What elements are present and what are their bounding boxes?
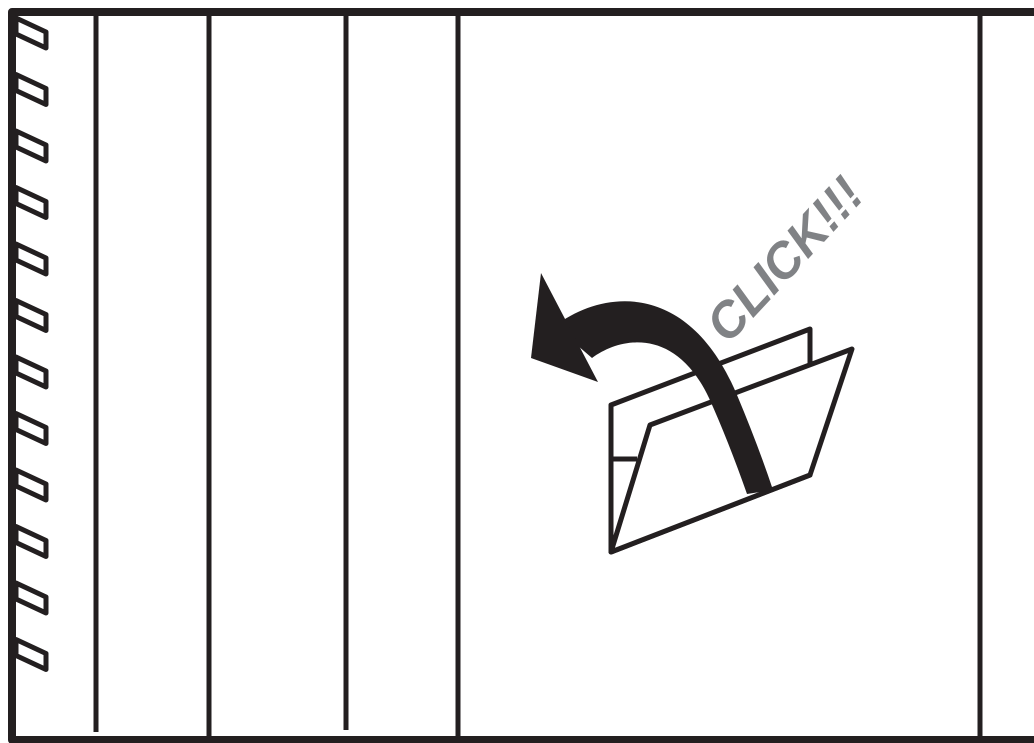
binding-teeth-icon (16, 18, 46, 670)
binding-tooth (16, 470, 46, 500)
binding-tooth (16, 301, 46, 331)
binding-tooth (16, 18, 46, 48)
binding-tooth (16, 640, 46, 670)
binding-tooth (16, 357, 46, 387)
click-caption: CLICK!!! (695, 166, 874, 352)
frame-border (12, 12, 1034, 740)
binding-tooth (16, 244, 46, 274)
binding-tooth (16, 188, 46, 218)
binding-tooth (16, 75, 46, 105)
binding-tooth (16, 414, 46, 444)
binding-tooth (16, 527, 46, 557)
binding-tooth (16, 583, 46, 613)
divider-lines (96, 14, 980, 736)
binding-tooth (16, 131, 46, 161)
